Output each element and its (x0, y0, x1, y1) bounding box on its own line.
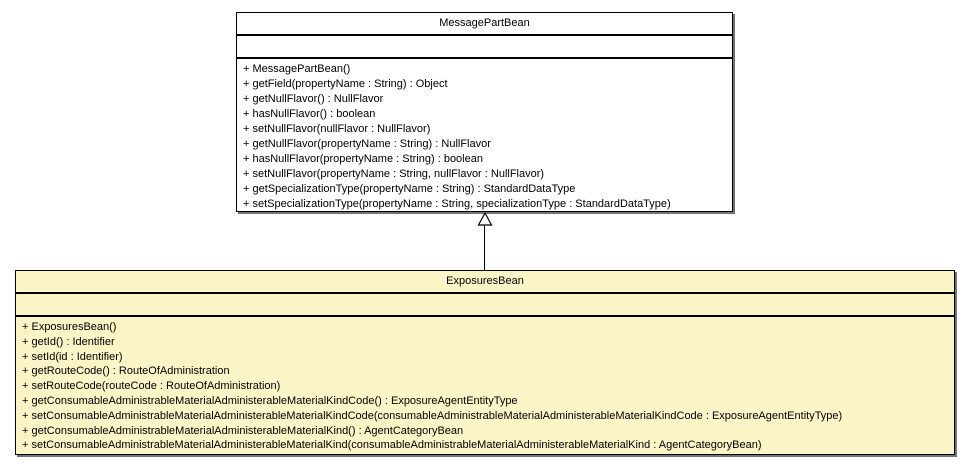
method-signature: + MessagePartBean() (243, 63, 351, 75)
attributes-compartment-exposuresbean (16, 294, 954, 317)
generalization-line (484, 225, 485, 270)
method-signature: + ExposuresBean() (22, 321, 117, 333)
method-signature: + getConsumableAdministrableMaterialAdmi… (22, 394, 518, 407)
method-signature: + getConsumableAdministrableMaterialAdmi… (22, 424, 464, 437)
class-box-messagepartbean: MessagePartBean + MessagePartBean() + get… (236, 12, 733, 212)
method-signature: + hasNullFlavor() : boolean (243, 108, 376, 120)
class-title-exposuresbean: ExposuresBean (16, 271, 954, 294)
method-signature: + getId() : Identifier (22, 335, 115, 348)
method-signature: + setConsumableAdministrableMaterialAdmi… (22, 409, 843, 422)
method-signature: + setNullFlavor(nullFlavor : NullFlavor) (243, 123, 431, 135)
method-signature: + getSpecializationType(propertyName : S… (243, 183, 576, 195)
methods-compartment-messagepartbean: + MessagePartBean() + getField(propertyNa… (237, 59, 732, 211)
class-box-exposuresbean: ExposuresBean + ExposuresBean() + getId()… (15, 270, 955, 455)
method-signature: + setConsumableAdministrableMaterialAdmi… (22, 439, 762, 452)
method-signature: + getNullFlavor(propertyName : String) :… (243, 138, 491, 150)
method-signature: + setNullFlavor(propertyName : String, n… (243, 168, 545, 180)
method-signature: + setId(id : Identifier) (22, 350, 123, 363)
method-signature: + getRouteCode() : RouteOfAdministration (22, 365, 230, 378)
method-signature: + getField(propertyName : String) : Obje… (243, 78, 448, 90)
methods-compartment-exposuresbean: + ExposuresBean() + getId() : Identifier +… (16, 317, 954, 454)
method-signature: + hasNullFlavor(propertyName : String) :… (243, 153, 483, 165)
generalization-arrowhead-icon (477, 212, 493, 226)
method-signature: + setSpecializationType(propertyName : S… (243, 198, 671, 210)
attributes-compartment-messagepartbean (237, 36, 732, 59)
method-signature: + setRouteCode(routeCode : RouteOfAdmini… (22, 380, 281, 393)
class-title-messagepartbean: MessagePartBean (237, 13, 732, 36)
method-signature: + getNullFlavor() : NullFlavor (243, 93, 384, 105)
